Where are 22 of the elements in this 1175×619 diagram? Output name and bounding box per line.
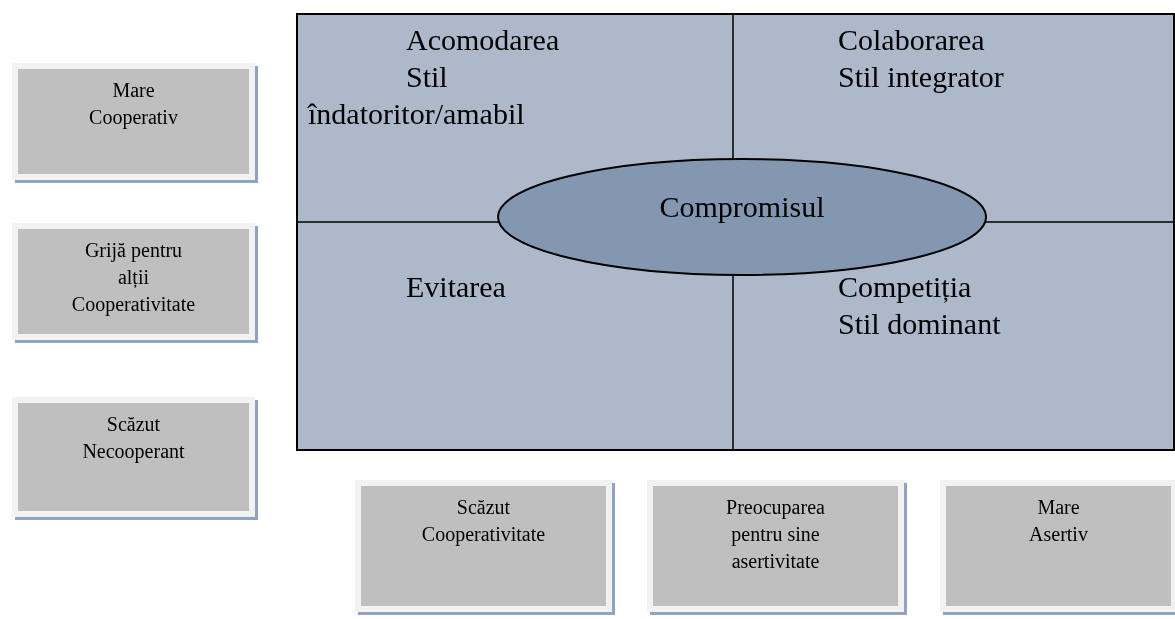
label-box	[355, 480, 612, 612]
axis-label: Mare Asertiv	[1028, 495, 1089, 547]
style-label: Acomodarea	[405, 22, 561, 58]
label-box	[12, 223, 255, 340]
label-box	[12, 397, 255, 517]
style-label: Competiția	[838, 269, 973, 305]
axis-label: Scăzut Cooperativitate	[420, 495, 547, 548]
style-label: Evitarea	[406, 269, 506, 305]
label-box	[12, 63, 255, 180]
ellipse-label: Compromisul	[659, 190, 825, 224]
style-label: Stil integrator	[838, 59, 1004, 95]
quadrant-grid	[296, 13, 1175, 451]
style-label: Colaborarea	[838, 22, 986, 58]
label-box	[647, 480, 904, 612]
label-box	[940, 480, 1175, 612]
axis-label: Scăzut Necooperant	[81, 412, 186, 465]
axis-label: Mare Cooperativ	[88, 78, 179, 131]
center-ellipse	[496, 157, 988, 277]
style-label: Stil dominant	[838, 306, 1001, 342]
axis-label: Grijă pentru alții Cooperativitate	[70, 238, 197, 318]
style-label: Stil îndatoritor/amabil	[308, 59, 526, 132]
axis-label: Preocuparea pentru sine asertivitate	[725, 495, 826, 574]
